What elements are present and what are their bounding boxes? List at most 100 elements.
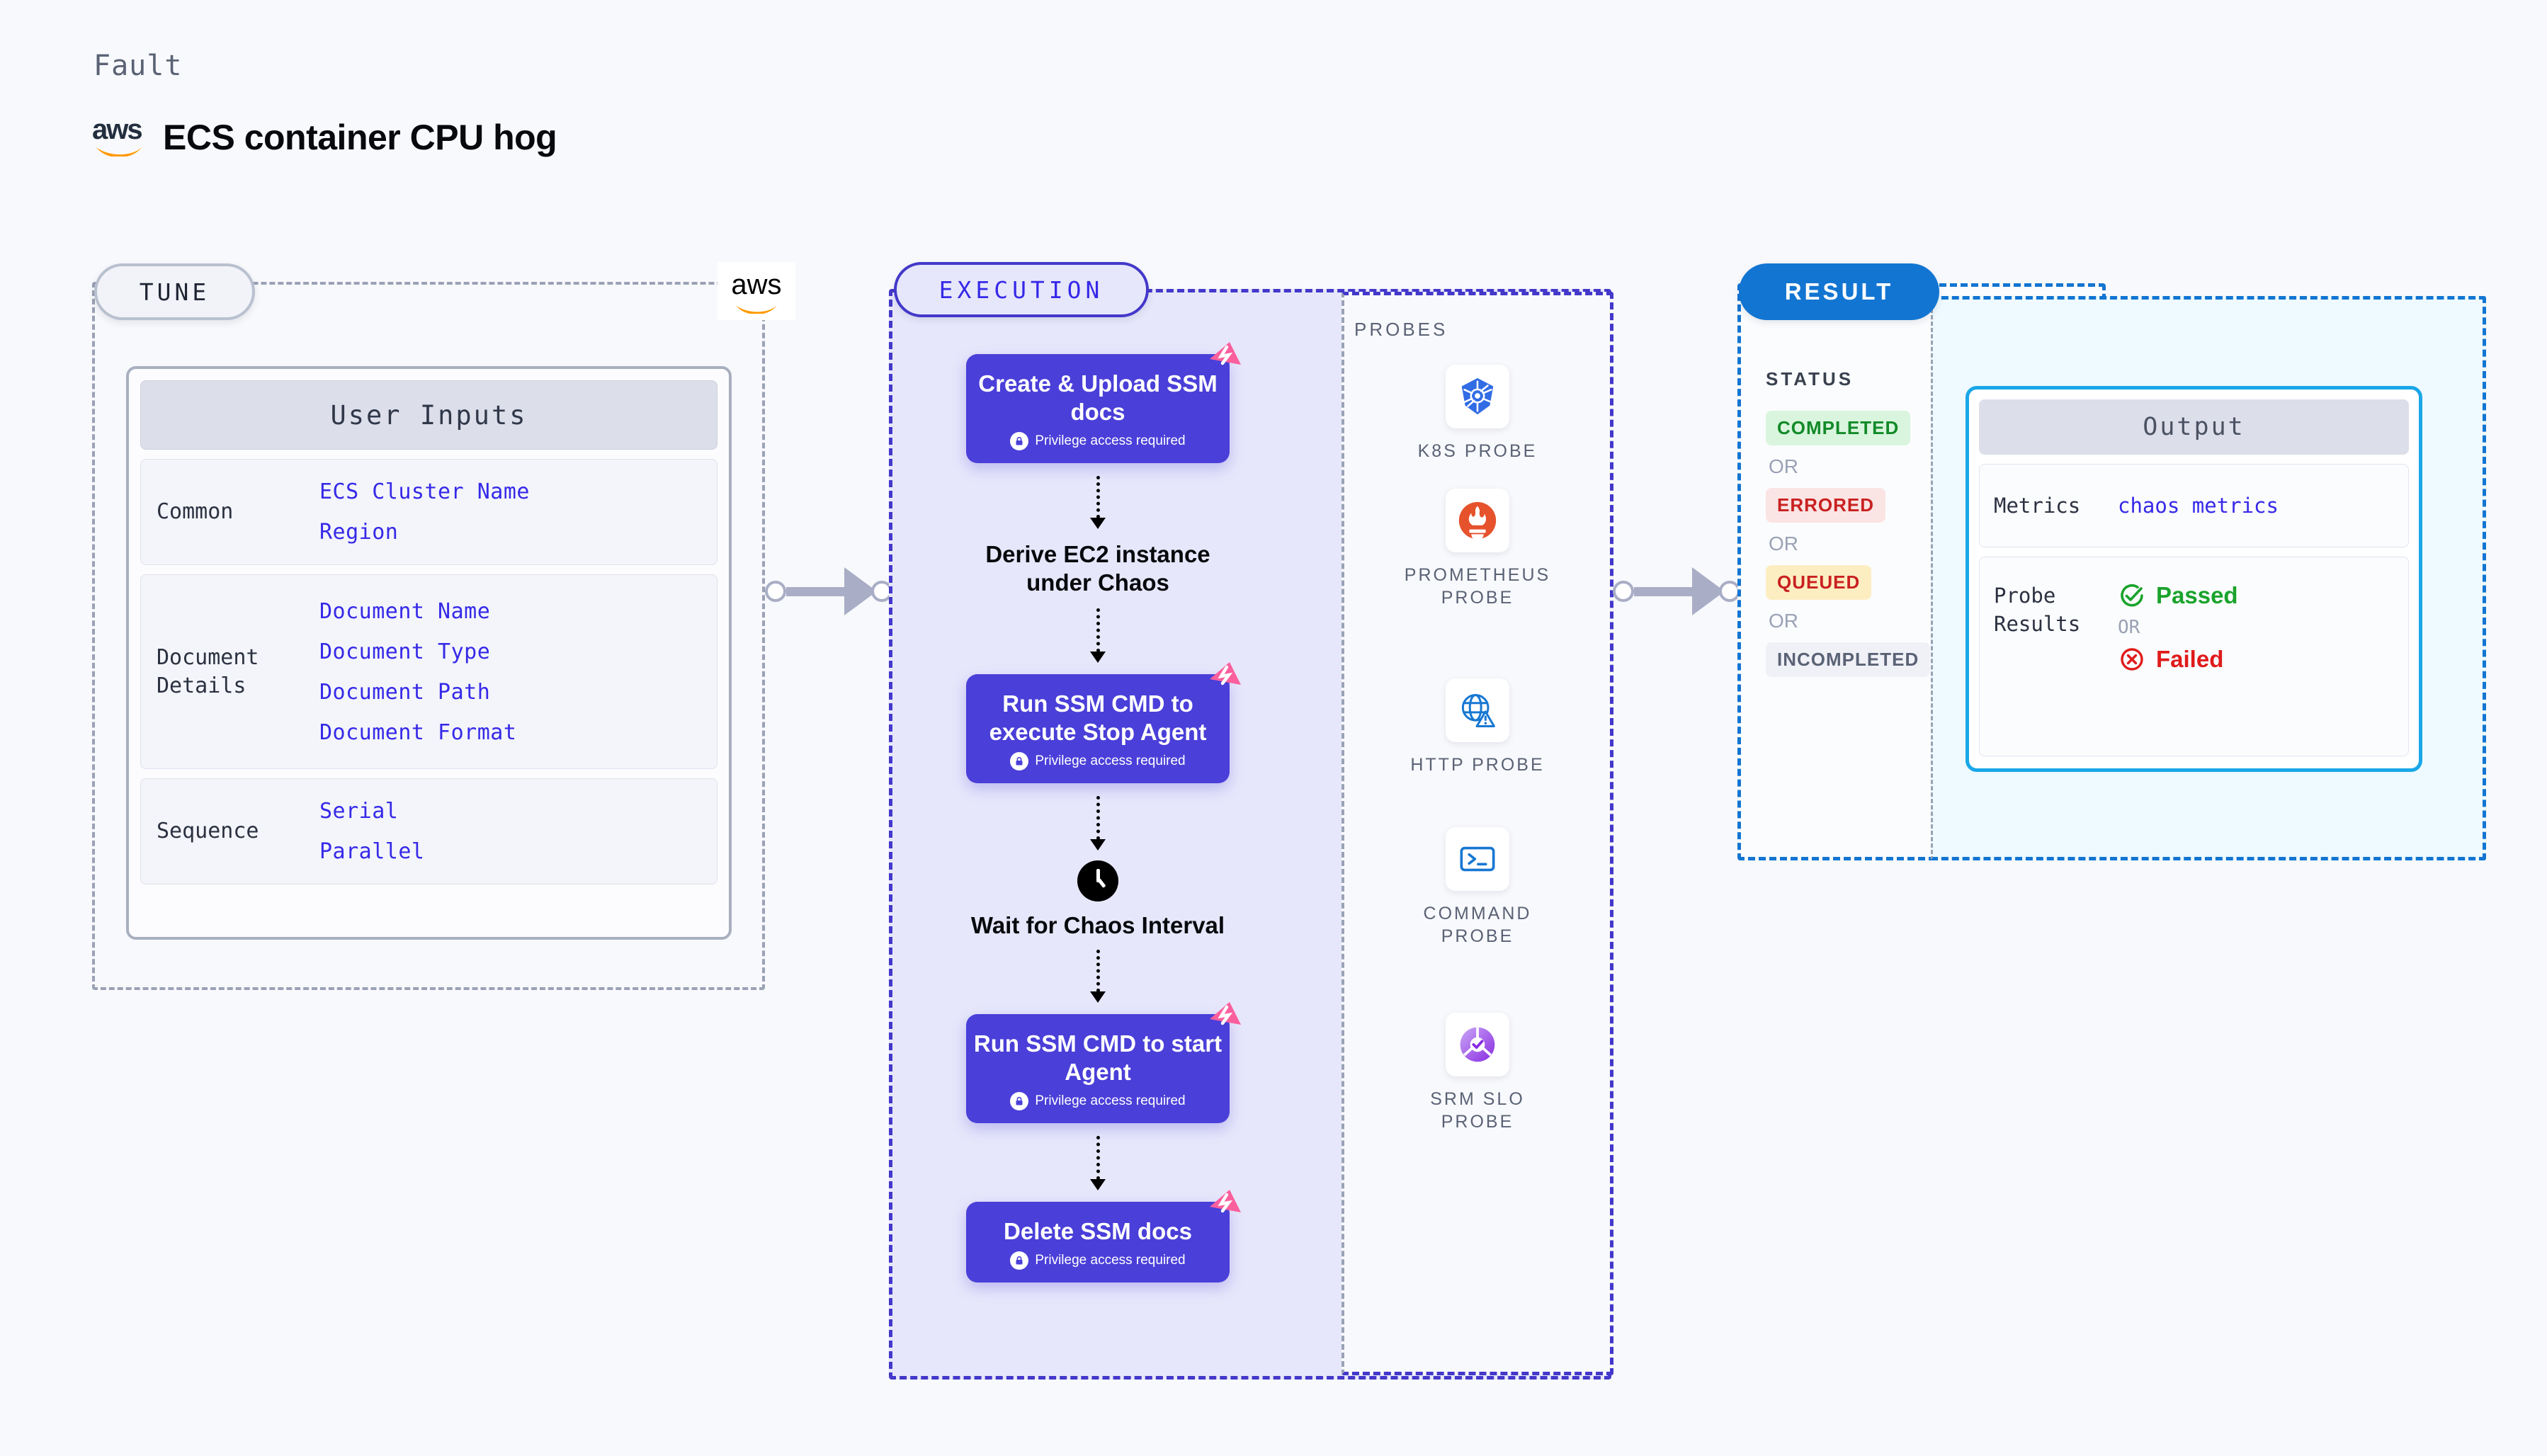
status-badge-incompleted: INCOMPLETED [1766, 642, 1931, 677]
connector-bar [786, 586, 846, 596]
output-row-metrics: Metrics chaos metrics [1979, 464, 2409, 547]
flow-node-create-upload-ssm-docs[interactable]: Create & Upload SSM docs Privilege acces… [966, 342, 1241, 463]
privilege-note: Privilege access required [1010, 752, 1186, 770]
flow-arrow [1090, 950, 1106, 1003]
probe-tile [1446, 489, 1509, 552]
node-title: Delete SSM docs [1004, 1218, 1192, 1244]
input-field-region[interactable]: Region [319, 520, 399, 545]
connector-execution-result [1613, 567, 1740, 615]
prometheus-icon [1458, 501, 1497, 541]
connector-dot [1613, 581, 1634, 602]
node-title: Run SSM CMD to start Agent [973, 1030, 1223, 1085]
connector-bar [1634, 586, 1694, 596]
page-title: ECS container CPU hog [163, 118, 557, 157]
probe-label: HTTP PROBE [1410, 755, 1545, 775]
connector-tune-execution [765, 567, 892, 615]
probe-tile [1446, 827, 1509, 891]
flow-node-delete-ssm-docs[interactable]: Delete SSM docs Privilege access require… [966, 1190, 1241, 1282]
probe-tile [1446, 365, 1509, 428]
status-heading: STATUS [1766, 368, 1854, 389]
lock-icon [1010, 432, 1029, 450]
flow-arrow [1090, 796, 1106, 851]
probe-result-passed: Passed [2118, 581, 2238, 610]
metrics-value[interactable]: chaos metrics [2118, 494, 2279, 518]
or-label: OR [1769, 610, 1798, 632]
execution-flow: Create & Upload SSM docs Privilege acces… [960, 342, 1241, 1282]
flow-node-run-ssm-cmd-stop-agent[interactable]: Run SSM CMD to execute Stop Agent Privil… [966, 662, 1241, 783]
or-label: OR [1769, 533, 1798, 554]
litmus-logo-icon [1210, 1190, 1241, 1213]
output-title: Output [1979, 399, 2409, 455]
probe-tile [1446, 678, 1509, 742]
or-label: OR [1769, 455, 1798, 477]
status-badge-errored: ERRORED [1766, 488, 1886, 523]
probe-tile [1446, 1013, 1509, 1076]
probes-heading: PROBES [1354, 319, 1448, 340]
privilege-note: Privilege access required [1010, 1251, 1186, 1270]
probe-item-k8s[interactable]: K8S PROBE [1400, 365, 1555, 462]
probe-label: K8S PROBE [1417, 441, 1538, 461]
or-label: OR [2118, 617, 2140, 638]
connector-dot [765, 581, 786, 602]
srm-slo-icon [1460, 1027, 1495, 1062]
privilege-text: Privilege access required [1035, 1253, 1186, 1268]
probe-item-http[interactable]: HTTP PROBE [1400, 678, 1555, 776]
lock-icon [1010, 752, 1029, 770]
flow-step-wait-for-chaos-interval: Wait for Chaos Interval [970, 912, 1225, 938]
node-title: Run SSM CMD to execute Stop Agent [989, 690, 1207, 745]
privilege-note: Privilege access required [1010, 432, 1186, 450]
page-header: aws ECS container CPU hog [92, 115, 557, 158]
section-label: Sequence [157, 819, 259, 843]
user-inputs-title: User Inputs [140, 380, 717, 450]
execution-pill[interactable]: EXECUTION [894, 262, 1149, 317]
input-field-document-name[interactable]: Document Name [319, 598, 491, 624]
flow-step-derive-ec2-instance: Derive EC2 instance under Chaos [985, 541, 1210, 596]
check-circle-icon [2121, 584, 2143, 607]
litmus-logo-icon [1210, 1002, 1241, 1025]
status-list: COMPLETED OR ERRORED OR QUEUED OR INCOMP… [1766, 411, 1931, 677]
privilege-text: Privilege access required [1035, 433, 1186, 448]
input-field-document-path[interactable]: Document Path [319, 679, 491, 705]
user-inputs-card: User Inputs Common ECS Cluster Name Regi… [126, 366, 732, 940]
connector-dot [1719, 581, 1740, 602]
input-option-serial[interactable]: Serial [319, 799, 399, 824]
flow-arrow [1090, 476, 1106, 529]
flow-arrow [1090, 1136, 1106, 1190]
probe-result-failed: Failed [2118, 645, 2238, 673]
result-pill[interactable]: RESULT [1739, 263, 1939, 320]
privilege-text: Privilege access required [1035, 753, 1186, 768]
privilege-note: Privilege access required [1010, 1092, 1186, 1110]
tune-panel [92, 282, 765, 990]
tune-aws-logo-icon: aws [717, 262, 795, 320]
input-field-document-type[interactable]: Document Type [319, 639, 491, 664]
tune-pill[interactable]: TUNE [94, 263, 255, 320]
terminal-icon [1460, 846, 1495, 872]
http-globe-icon [1461, 693, 1495, 727]
privilege-text: Privilege access required [1035, 1093, 1186, 1108]
x-circle-icon [2121, 648, 2143, 671]
clock-icon [1077, 860, 1118, 902]
input-field-document-format[interactable]: Document Format [319, 720, 517, 745]
page-eyebrow: Fault [93, 50, 183, 82]
input-option-parallel[interactable]: Parallel [319, 839, 425, 864]
status-badge-completed: COMPLETED [1766, 411, 1911, 445]
status-badge-queued: QUEUED [1766, 565, 1872, 600]
litmus-logo-icon [1210, 342, 1241, 365]
aws-logo-icon: aws [92, 115, 146, 158]
litmus-logo-icon [1210, 662, 1241, 686]
kubernetes-icon [1461, 377, 1494, 415]
input-field-ecs-cluster-name[interactable]: ECS Cluster Name [319, 479, 530, 504]
flow-node-run-ssm-cmd-start-agent[interactable]: Run SSM CMD to start Agent Privilege acc… [966, 1002, 1241, 1123]
input-section-sequence: Sequence Serial Parallel [140, 778, 717, 885]
flow-arrow [1090, 608, 1106, 663]
